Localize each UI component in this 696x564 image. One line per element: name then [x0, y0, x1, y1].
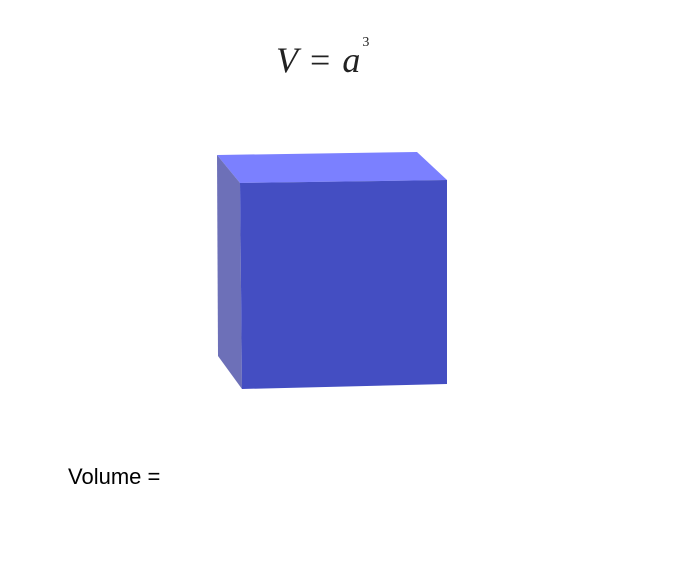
formula-exponent: 3 — [362, 35, 370, 50]
volume-readout: Volume = — [68, 464, 166, 490]
volume-label: Volume = — [68, 464, 161, 489]
cube-side-face — [217, 155, 242, 389]
cube-front-face — [240, 180, 447, 389]
formula-edge-symbol: a — [342, 40, 361, 80]
formula-equals-sign: = — [310, 40, 331, 80]
formula-volume-symbol: V — [276, 40, 298, 80]
cube-top-face — [217, 152, 447, 183]
